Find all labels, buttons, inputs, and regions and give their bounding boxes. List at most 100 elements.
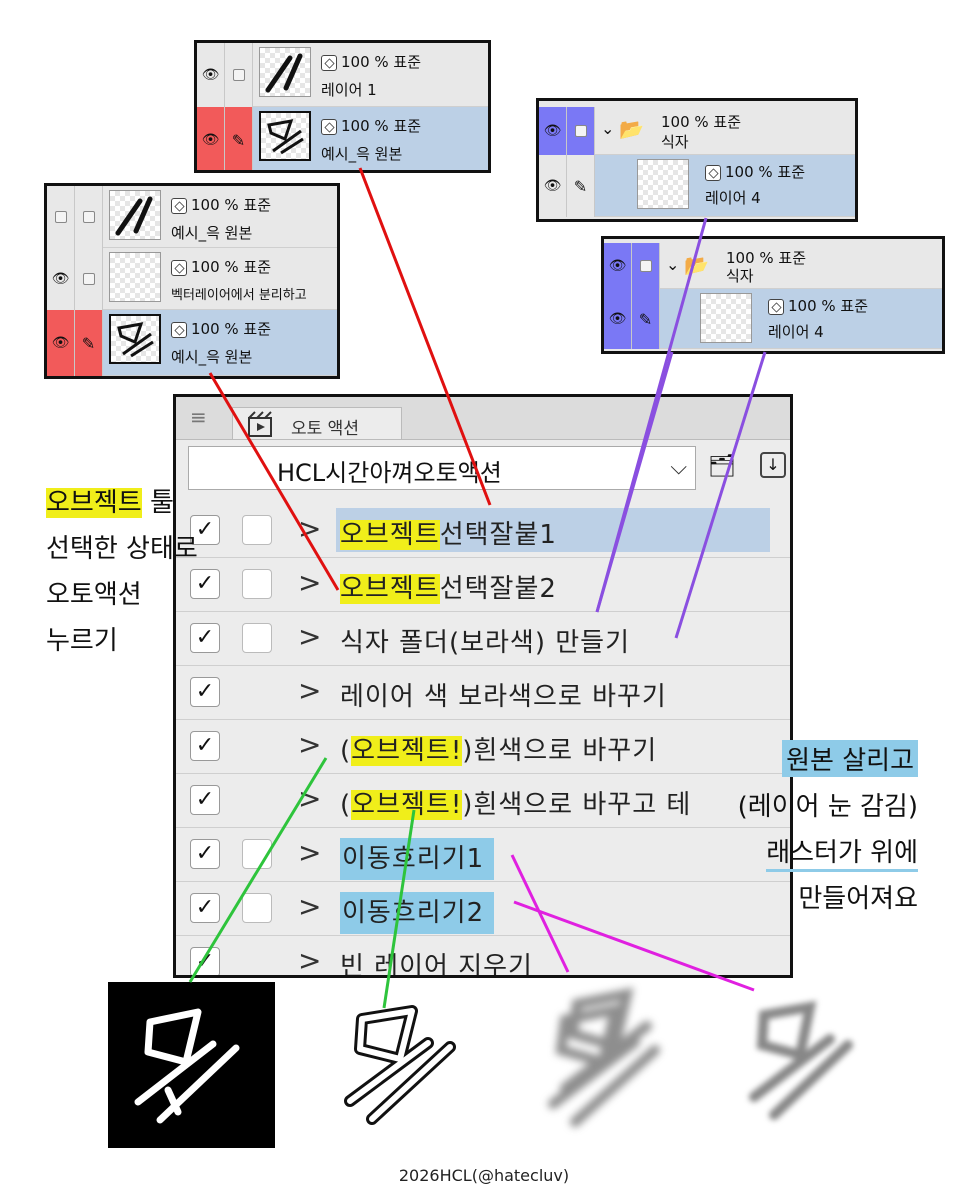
tab-bar: ≡ 오토 액션 — [176, 397, 790, 440]
action-row[interactable]: ✓ > 이동흐리기1 — [176, 828, 790, 882]
raster-layer-icon — [321, 118, 337, 135]
raster-layer-icon — [171, 321, 187, 338]
layer-mode: 100 % 표준 — [191, 196, 272, 214]
note-right-line1: 원본 살리고 — [782, 740, 918, 777]
tab-label: 오토 액션 — [291, 419, 359, 439]
folder-row[interactable]: 👁 ⌄ 📂 100 % 표준 식자 — [604, 243, 942, 289]
folder-name: 식자 — [726, 267, 754, 285]
action-set-dropdown[interactable]: HCL시간아껴오토액션 ⌵ — [188, 446, 696, 490]
layer-mode: 100 % 표준 — [191, 320, 272, 338]
action-row[interactable]: ✓ > (오브젝트!)흰색으로 바꾸기 — [176, 720, 790, 774]
enable-checkbox[interactable]: ✓ — [190, 623, 220, 653]
action-label: 식자 폴더(보라색) 만들기 — [340, 628, 631, 658]
auto-action-icon — [245, 410, 277, 438]
visibility-eye-icon[interactable]: 👁 — [197, 107, 225, 170]
chevron-right-icon[interactable]: > — [298, 566, 322, 599]
chevron-right-icon[interactable]: > — [298, 836, 322, 869]
dialog-toggle[interactable] — [242, 893, 272, 923]
action-row[interactable]: ✓ > 이동흐리기2 — [176, 882, 790, 936]
action-label: 이동흐리기1 — [340, 838, 495, 880]
visibility-eye-icon[interactable]: 👁 — [539, 107, 567, 155]
visibility-eye-icon[interactable]: 👁 — [604, 289, 632, 349]
layer-row-selected[interactable]: 👁 ✎ 100 % 표준 예시_윽 원본 — [47, 310, 337, 376]
lock-checkbox[interactable] — [75, 248, 103, 310]
note-left-line2: 선택한 상태로 — [46, 534, 198, 564]
layer-name: 레이어 1 — [321, 81, 377, 99]
chevron-down-icon[interactable]: ⌄ — [666, 255, 680, 274]
chevron-right-icon[interactable]: > — [298, 728, 322, 761]
lock-checkbox[interactable] — [225, 43, 253, 107]
layer-thumbnail — [109, 314, 161, 364]
action-row[interactable]: ✓ > 오브젝트선택잘붙2 — [176, 558, 790, 612]
chevron-right-icon[interactable]: > — [298, 620, 322, 653]
note-left-line1: 오브젝트 툴 — [46, 488, 174, 518]
layer-mode: 100 % 표준 — [191, 258, 272, 276]
pen-edit-icon: ✎ — [567, 155, 595, 217]
visibility-eye-icon[interactable]: 👁 — [539, 155, 567, 217]
note-right-line2: (레이어 눈 감김) — [737, 792, 918, 822]
enable-checkbox[interactable]: ✓ — [190, 569, 220, 599]
layer-mode: 100 % 표준 — [341, 53, 422, 71]
action-row[interactable]: ✓ > (오브젝트!)흰색으로 바꾸고 테 — [176, 774, 790, 828]
action-row[interactable]: ✓ > 빈 레이어 지우기 — [176, 936, 790, 977]
action-row[interactable]: ✓ > 오브젝트선택잘붙1 — [176, 504, 790, 558]
dialog-toggle[interactable] — [242, 569, 272, 599]
visibility-toggle[interactable] — [47, 186, 75, 248]
chevron-right-icon[interactable]: > — [298, 674, 322, 707]
enable-checkbox[interactable]: ✓ — [190, 677, 220, 707]
layer-thumbnail — [109, 190, 161, 240]
action-label: (오브젝트!)흰색으로 바꾸기 — [340, 736, 658, 766]
chevron-down-icon[interactable]: ⌄ — [601, 119, 615, 138]
layer-row[interactable]: 👁 100 % 표준 벡터레이어에서 분리하고 — [47, 248, 337, 310]
layer-row[interactable]: 👁 100 % 표준 레이어 1 — [197, 43, 488, 107]
layer-mode: 100 % 표준 — [341, 117, 422, 135]
visibility-eye-icon[interactable]: 👁 — [47, 310, 75, 376]
layer-name: 예시_윽 원본 — [171, 348, 253, 366]
raster-layer-icon — [321, 54, 337, 71]
import-icon[interactable]: ↓ — [760, 452, 786, 478]
lock-checkbox[interactable] — [75, 186, 103, 248]
layer-mode: 100 % 표준 — [725, 163, 806, 181]
enable-checkbox[interactable]: ✓ — [190, 947, 220, 975]
layer-name: 레이어 4 — [768, 323, 824, 341]
add-set-icon[interactable]: 🗂 — [708, 454, 736, 479]
dialog-toggle[interactable] — [242, 623, 272, 653]
note-right-line4: 만들어져요 — [798, 884, 918, 914]
pen-edit-icon: ✎ — [225, 107, 253, 170]
folder-mode: 100 % 표준 — [726, 249, 807, 267]
chevron-right-icon[interactable]: > — [298, 944, 322, 977]
action-label: 이동흐리기2 — [340, 892, 495, 934]
layer-row[interactable]: 100 % 표준 예시_윽 원본 — [47, 186, 337, 248]
folder-name: 식자 — [661, 133, 689, 151]
visibility-eye-icon[interactable]: 👁 — [197, 43, 225, 107]
visibility-eye-icon[interactable]: 👁 — [604, 243, 632, 289]
layer-mode: 100 % 표준 — [788, 297, 869, 315]
action-row[interactable]: ✓ > 식자 폴더(보라색) 만들기 — [176, 612, 790, 666]
visibility-eye-icon[interactable]: 👁 — [47, 248, 75, 310]
action-row[interactable]: ✓ > 레이어 색 보라색으로 바꾸기 — [176, 666, 790, 720]
folder-row[interactable]: 👁 ⌄ 📂 100 % 표준 식자 — [539, 107, 855, 155]
chevron-down-icon: ⌵ — [670, 455, 687, 480]
lock-checkbox[interactable] — [567, 107, 595, 155]
layer-row-selected[interactable]: 👁 ✎ 100 % 표준 레이어 4 — [604, 289, 942, 349]
tab-auto-action[interactable]: 오토 액션 — [232, 407, 402, 439]
enable-checkbox[interactable]: ✓ — [190, 839, 220, 869]
dialog-toggle[interactable] — [242, 839, 272, 869]
chevron-right-icon[interactable]: > — [298, 890, 322, 923]
enable-checkbox[interactable]: ✓ — [190, 785, 220, 815]
layer-row-selected[interactable]: 👁 ✎ 100 % 표준 레이어 4 — [539, 155, 855, 217]
layer-row-selected[interactable]: 👁 ✎ 100 % 표준 예시_윽 원본 — [197, 107, 488, 170]
chevron-right-icon[interactable]: > — [298, 782, 322, 815]
vector-layer-icon — [171, 259, 187, 276]
menu-icon[interactable]: ≡ — [190, 405, 207, 429]
note-right-line3: 래스터가 위에 — [766, 832, 918, 872]
dialog-toggle[interactable] — [242, 515, 272, 545]
lock-checkbox[interactable] — [632, 243, 660, 289]
enable-checkbox[interactable]: ✓ — [190, 893, 220, 923]
enable-checkbox[interactable]: ✓ — [190, 731, 220, 761]
layer-panel-d: 👁 ⌄ 📂 100 % 표준 식자 👁 ✎ 100 % 표준 레이어 4 — [601, 236, 945, 354]
layer-thumbnail — [700, 293, 752, 343]
action-label: 오브젝트선택잘붙1 — [340, 520, 557, 550]
chevron-right-icon[interactable]: > — [298, 512, 322, 545]
layer-name: 레이어 4 — [705, 189, 761, 207]
